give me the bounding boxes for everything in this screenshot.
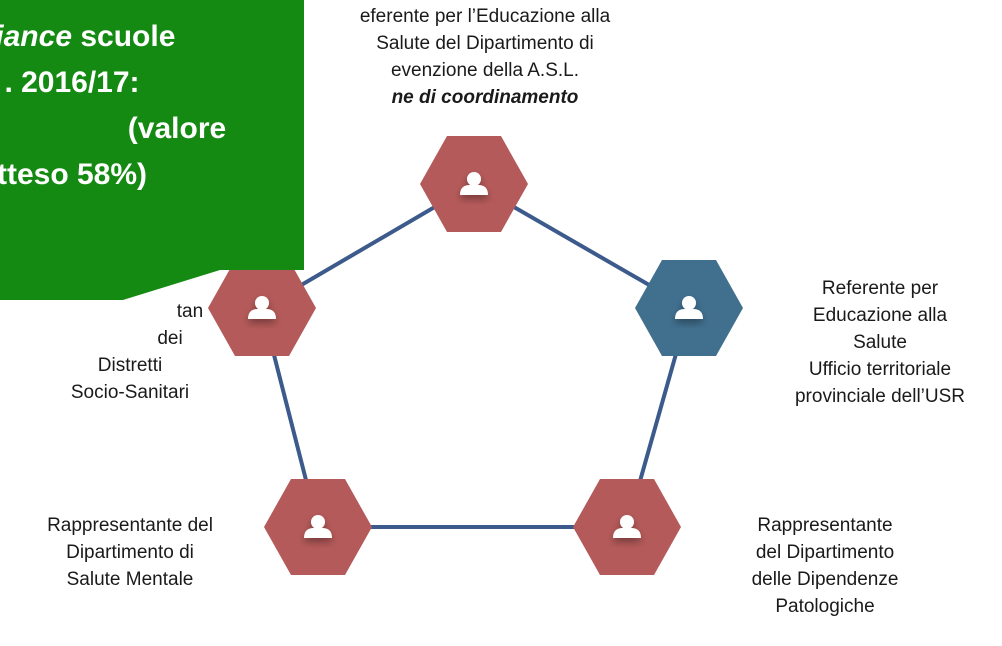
connection-lines — [260, 182, 691, 529]
right-label-line-1: Referente per — [821, 278, 939, 299]
left-label-line-2: dei — [157, 328, 183, 349]
node-bottom-right — [573, 479, 681, 575]
callout-text: pliance scuole . 2016/17: (valore tteso … — [0, 14, 262, 198]
right-label-line-5: provinciale dell’USR — [794, 386, 966, 407]
bottom-right-label-line-3: delle Dipendenze — [751, 569, 899, 590]
callout-shape — [0, 0, 304, 300]
right-label-line-2: Educazione alla — [812, 305, 948, 326]
label-right-node: Referente per Educazione alla Salute Uff… — [760, 275, 1000, 410]
right-label-line-4: Ufficio territoriale — [808, 359, 952, 380]
left-label-line-3: Distretti — [97, 355, 163, 376]
right-label-line-3: Salute — [853, 332, 907, 353]
callout-line-4: tteso 58%) — [0, 158, 148, 191]
callout-box: pliance scuole . 2016/17: (valore tteso … — [0, 0, 312, 300]
node-right — [635, 260, 743, 356]
callout-line-3: (valore — [127, 112, 227, 145]
left-label-line-1: tan — [176, 301, 204, 322]
label-top-node: eferente per l’Educazione alla Salute de… — [285, 3, 685, 111]
nodes — [208, 136, 743, 575]
bottom-right-label-line-1: Rappresentante — [757, 515, 893, 536]
bottom-left-label-line-2: Dipartimento di — [66, 542, 194, 563]
callout-italic-word: pliance — [0, 20, 72, 53]
callout-line-2: . 2016/17: — [4, 66, 140, 99]
top-label-line-3: evenzione della A.S.L. — [390, 60, 580, 81]
bottom-left-label-line-1: Rappresentante del — [47, 515, 213, 536]
bottom-right-label-line-2: del Dipartimento — [755, 542, 895, 563]
bottom-left-label-line-3: Salute Mentale — [66, 569, 194, 590]
node-left — [208, 260, 316, 356]
callout-polygon — [0, 0, 304, 300]
node-bottom-left — [264, 479, 372, 575]
label-bottom-right-node: Rappresentante del Dipartimento delle Di… — [700, 512, 950, 620]
label-bottom-left-node: Rappresentante del Dipartimento di Salut… — [0, 512, 260, 593]
top-label-line-1: eferente per l’Educazione alla — [359, 6, 611, 27]
left-label-line-4: Socio-Sanitari — [70, 382, 190, 403]
label-left-node: tan dei Distretti Socio-Sanitari — [20, 298, 240, 406]
bottom-right-label-line-4: Patologiche — [775, 596, 875, 617]
callout-line-1: pliance scuole — [0, 14, 262, 60]
node-top — [420, 136, 528, 232]
top-label-line-2: Salute del Dipartimento di — [376, 33, 594, 54]
callout-line-1-rest: scuole — [72, 20, 176, 53]
top-label-emphasis: ne di coordinamento — [391, 87, 579, 108]
